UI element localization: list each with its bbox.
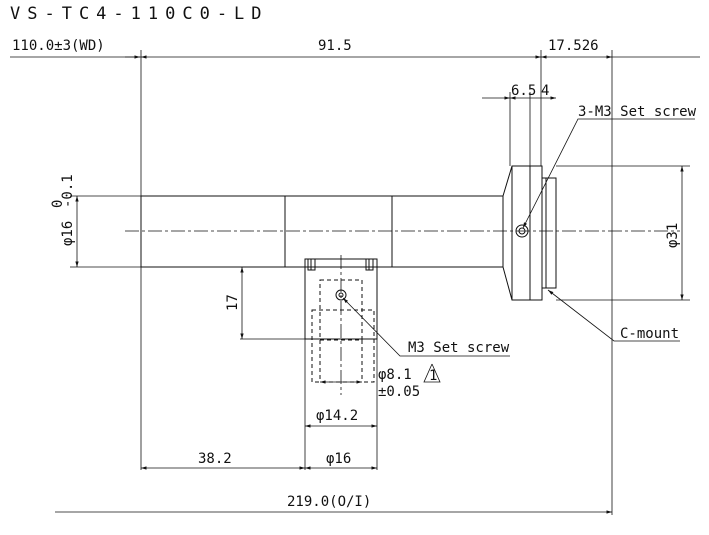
- dim-port-dia: φ8.1: [378, 367, 412, 383]
- dim-port-width: φ16: [326, 451, 351, 467]
- label-m3-set-screw: M3 Set screw: [408, 340, 510, 356]
- dim-to-port: 38.2: [198, 451, 232, 467]
- c-mount-thread: [541, 177, 557, 289]
- dim-wd: 110.0±3(WD): [12, 38, 105, 54]
- dim-body-length: 91.5: [318, 38, 352, 54]
- label-c-mount: C-mount: [620, 326, 679, 342]
- dim-total: 219.0(O/I): [287, 494, 371, 510]
- tube-body: [140, 195, 504, 268]
- dim-tube-tol-upper: 0: [50, 200, 66, 208]
- dim-offset: 17: [225, 294, 241, 311]
- dim-ring-b: 4: [541, 83, 549, 99]
- dim-tube-tol-lower: -0.1: [60, 174, 76, 208]
- dim-port-note: 1: [429, 368, 437, 384]
- dim-port-outer: φ14.2: [316, 408, 358, 424]
- outline: [140, 165, 557, 340]
- mount-housing: [502, 165, 543, 301]
- dim-mount-dia: φ31: [665, 223, 681, 248]
- dim-mount-length: 17.526: [548, 38, 599, 54]
- dim-ring-a: 6.5: [511, 83, 536, 99]
- dim-tube-dia: φ16: [60, 221, 76, 246]
- center-lines: [125, 230, 680, 395]
- label-3m3-set-screw: 3-M3 Set screw: [578, 104, 697, 120]
- dim-port-tol: ±0.05: [378, 384, 420, 400]
- dimension-lines: [10, 50, 700, 515]
- drawing-title: VS-TC4-110C0-LD: [10, 4, 269, 24]
